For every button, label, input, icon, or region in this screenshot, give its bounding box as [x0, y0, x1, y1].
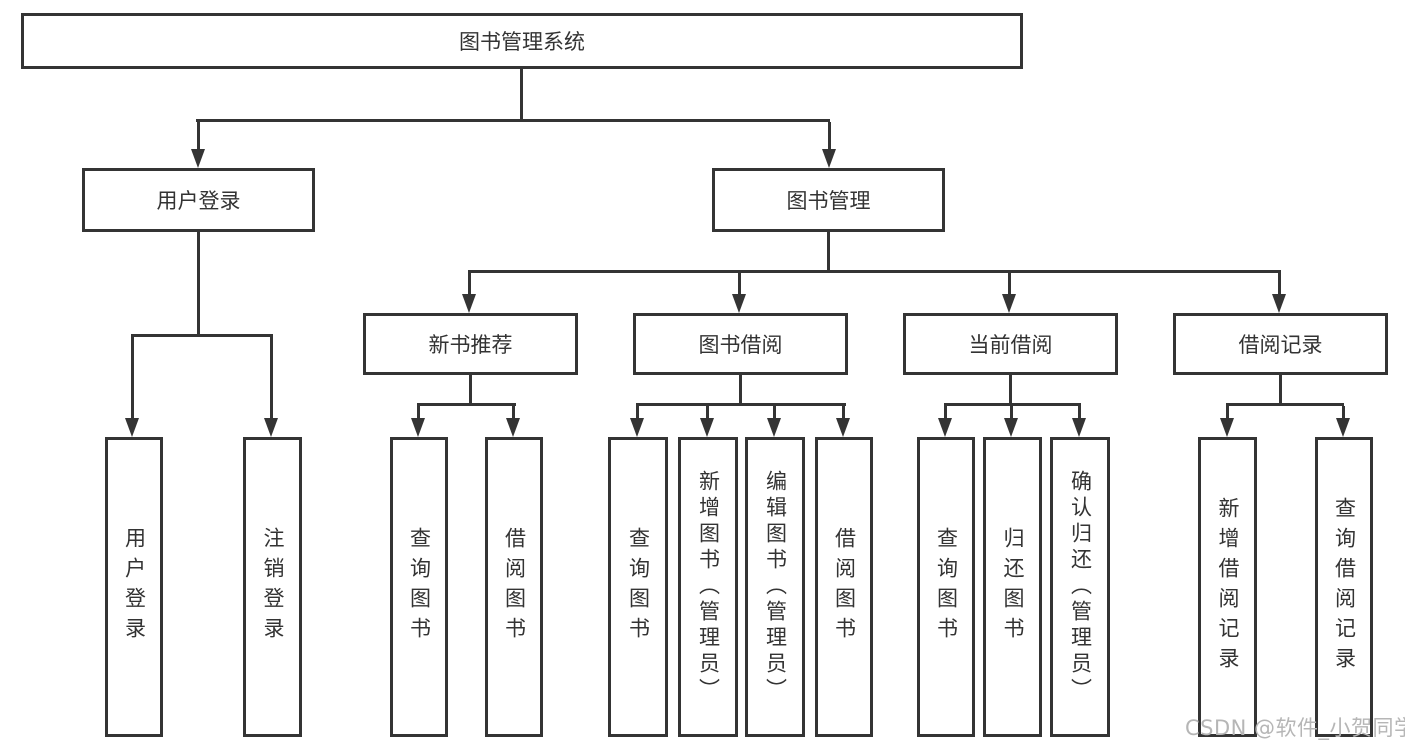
- edge-new-book-branch: [417, 403, 516, 406]
- leaf-query-books-recommend: 查询图书: [390, 437, 448, 737]
- edge-to-user-login-stem: [197, 122, 200, 151]
- edge-to-current-borrow-stem: [1008, 273, 1011, 296]
- arrow-to-new-book: [462, 294, 476, 313]
- arrow-to-current-borrow: [1002, 294, 1016, 313]
- node-label: 用户登录: [156, 189, 241, 213]
- node-label: 当前借阅: [968, 333, 1053, 357]
- leaf-add-borrow-record: 新增借阅记录: [1198, 437, 1257, 737]
- arrow-c1: [938, 418, 952, 437]
- node-label: 借阅图书: [832, 527, 857, 647]
- node-label: 新增图书（管理员）: [696, 470, 721, 704]
- node-label: 查询借阅记录: [1332, 497, 1357, 677]
- edge-a2-stem: [512, 406, 515, 420]
- edge-new-book-stem: [469, 375, 472, 406]
- edge-d2-stem: [1342, 406, 1345, 420]
- edge-to-leaf-login-stem: [131, 337, 134, 420]
- leaf-return-books: 归还图书: [983, 437, 1042, 737]
- edge-book-borrow-branch: [636, 403, 846, 406]
- arrow-d2: [1336, 418, 1350, 437]
- node-label: 图书借阅: [698, 333, 783, 357]
- edge-borrow-records-stem: [1279, 375, 1282, 406]
- edge-current-borrow-stem: [1009, 375, 1012, 406]
- edge-d1-stem: [1226, 406, 1229, 420]
- leaf-logout: 注销登录: [243, 437, 302, 737]
- arrow-b3: [767, 418, 781, 437]
- arrow-b2: [700, 418, 714, 437]
- node-label: 确认归还（管理员）: [1068, 470, 1093, 704]
- node-label: 查询图书: [626, 527, 651, 647]
- node-label: 用户登录: [122, 527, 147, 647]
- node-root-library-system: 图书管理系统: [21, 13, 1023, 69]
- arrow-b4: [836, 418, 850, 437]
- leaf-borrow-books-recommend: 借阅图书: [485, 437, 543, 737]
- edge-root-stem: [520, 69, 523, 122]
- arrow-c3: [1072, 418, 1086, 437]
- edge-c2-stem: [1010, 406, 1013, 420]
- arrow-to-book-borrow: [732, 294, 746, 313]
- arrow-a1: [411, 418, 425, 437]
- arrow-b1: [630, 418, 644, 437]
- node-book-management: 图书管理: [712, 168, 945, 232]
- edge-c1-stem: [944, 406, 947, 420]
- edge-borrow-records-branch: [1226, 403, 1344, 406]
- leaf-add-books-admin: 新增图书（管理员）: [678, 437, 738, 737]
- node-new-book-recommend: 新书推荐: [363, 313, 578, 375]
- edge-to-new-book-stem: [468, 273, 471, 296]
- node-label: 新书推荐: [428, 333, 513, 357]
- edge-a1-stem: [417, 406, 420, 420]
- leaf-borrow-books: 借阅图书: [815, 437, 873, 737]
- leaf-edit-books-admin: 编辑图书（管理员）: [745, 437, 805, 737]
- node-label: 归还图书: [1001, 527, 1025, 647]
- edge-to-leaf-logout-stem: [270, 337, 273, 420]
- node-book-borrow: 图书借阅: [633, 313, 848, 375]
- edge-book-borrow-stem: [739, 375, 742, 406]
- arrow-to-borrow-records: [1272, 294, 1286, 313]
- node-label: 图书管理系统: [459, 30, 585, 54]
- edge-book-management-branch: [468, 270, 1281, 273]
- arrow-to-book-management: [822, 149, 836, 168]
- edge-book-management-stem: [827, 232, 830, 273]
- edge-to-book-borrow-stem: [738, 273, 741, 296]
- arrow-d1: [1220, 418, 1234, 437]
- edge-b1-stem: [636, 406, 639, 420]
- node-label: 新增借阅记录: [1216, 497, 1240, 677]
- edge-root-branch: [196, 119, 830, 122]
- node-current-borrow: 当前借阅: [903, 313, 1118, 375]
- node-user-login: 用户登录: [82, 168, 315, 232]
- edge-b2-stem: [706, 406, 709, 420]
- arrow-c2: [1004, 418, 1018, 437]
- edge-c3-stem: [1078, 406, 1081, 420]
- node-label: 借阅图书: [502, 527, 527, 647]
- edge-user-login-stem: [197, 232, 200, 337]
- leaf-confirm-return-admin: 确认归还（管理员）: [1050, 437, 1110, 737]
- arrow-to-user-login: [191, 149, 205, 168]
- node-label: 注销登录: [261, 527, 285, 647]
- node-borrow-records: 借阅记录: [1173, 313, 1388, 375]
- edge-b3-stem: [773, 406, 776, 420]
- edge-b4-stem: [842, 406, 845, 420]
- edge-user-login-branch: [131, 334, 273, 337]
- node-label: 编辑图书（管理员）: [763, 470, 788, 704]
- edge-to-book-management-stem: [828, 122, 831, 151]
- leaf-query-books-borrow: 查询图书: [608, 437, 668, 737]
- csdn-watermark: CSDN @软件_小贺同学: [1185, 716, 1405, 740]
- node-label: 查询图书: [934, 527, 959, 647]
- arrow-to-leaf-login: [125, 418, 139, 437]
- edge-to-borrow-records-stem: [1278, 273, 1281, 296]
- node-label: 查询图书: [407, 527, 432, 647]
- leaf-user-login: 用户登录: [105, 437, 163, 737]
- node-label: 借阅记录: [1238, 333, 1323, 357]
- leaf-query-books-current: 查询图书: [917, 437, 975, 737]
- edge-current-borrow-branch: [944, 403, 1081, 406]
- node-label: 图书管理: [786, 189, 871, 213]
- leaf-query-borrow-record: 查询借阅记录: [1315, 437, 1373, 737]
- arrow-to-leaf-logout: [264, 418, 278, 437]
- arrow-a2: [506, 418, 520, 437]
